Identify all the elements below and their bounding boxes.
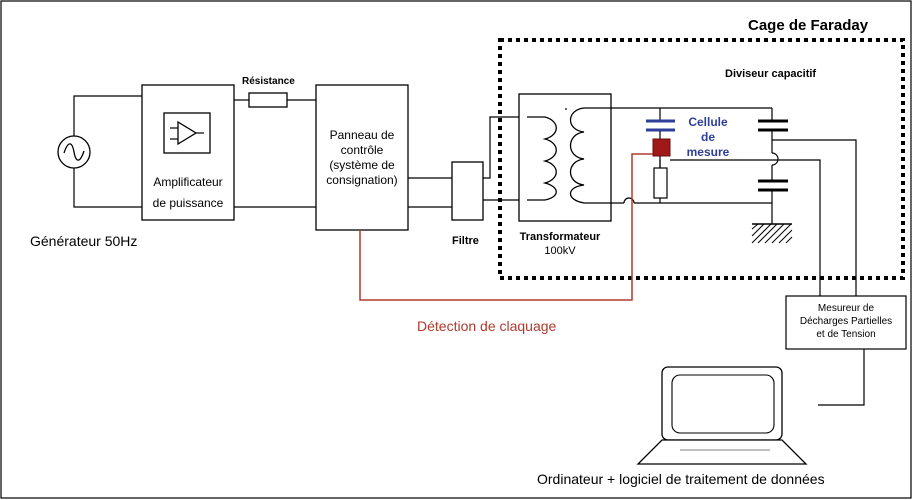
ground-icon	[751, 223, 793, 244]
transformer-label: Transformateur 100kV	[510, 230, 610, 258]
amplifier-label-line2: de puissance	[152, 196, 224, 210]
panel-label-line4: consignation)	[326, 173, 398, 187]
meter-label-line1: Mesureur de	[817, 303, 875, 314]
meter-label-line3: et de Tension	[816, 329, 876, 340]
cell-label-line2: de	[700, 130, 715, 144]
transformer-coil-icon	[527, 107, 585, 204]
control-panel-label: Panneau de contrôle (système de consigna…	[316, 128, 408, 188]
divider-capacitor-bottom-icon	[758, 179, 788, 192]
amplifier-symbol-icon	[163, 112, 211, 154]
cell-capacitor-icon	[646, 119, 675, 132]
divider-label: Diviseur capacitif	[725, 68, 817, 80]
transformer-label-line2: 100kV	[544, 245, 576, 257]
cell-label-line1: Cellule	[688, 115, 728, 129]
cell-resistor-symbol	[653, 167, 668, 199]
panel-label-line3: (système de	[329, 158, 395, 172]
measuring-cell-icon	[652, 138, 671, 157]
computer-label: Ordinateur + logiciel de traitement de d…	[537, 471, 825, 487]
meter-label: Mesureur de Décharges Partielles et de T…	[786, 302, 906, 341]
breakdown-detection-line	[359, 153, 653, 301]
meter-box	[785, 295, 907, 350]
faraday-cage-border	[498, 38, 905, 280]
ac-source-icon	[57, 135, 91, 169]
cell-label-line3: mesure	[686, 145, 730, 159]
transformer-box	[518, 93, 612, 222]
generator-label: Générateur 50Hz	[30, 233, 138, 249]
filter-box	[451, 161, 484, 221]
meter-label-line2: Décharges Partielles	[799, 316, 893, 327]
panel-label-line1: Panneau de	[329, 128, 395, 142]
faraday-cage-title: Cage de Faraday	[748, 17, 869, 34]
breakdown-detection-label: Détection de claquage	[417, 318, 557, 334]
laptop-icon	[636, 366, 808, 465]
panel-label-line2: contrôle	[340, 143, 384, 157]
resistor-label: Résistance	[242, 76, 295, 87]
resistor-symbol	[248, 92, 288, 108]
amplifier-label-line1: Amplificateur	[153, 175, 223, 189]
amplifier-label: Amplificateur de puissance	[142, 172, 234, 214]
transformer-label-line1: Transformateur	[519, 231, 601, 243]
filter-label: Filtre	[452, 235, 479, 247]
measuring-cell-label: Cellule de mesure	[678, 115, 738, 160]
control-panel-box	[315, 84, 409, 231]
divider-capacitor-top-icon	[758, 119, 788, 132]
